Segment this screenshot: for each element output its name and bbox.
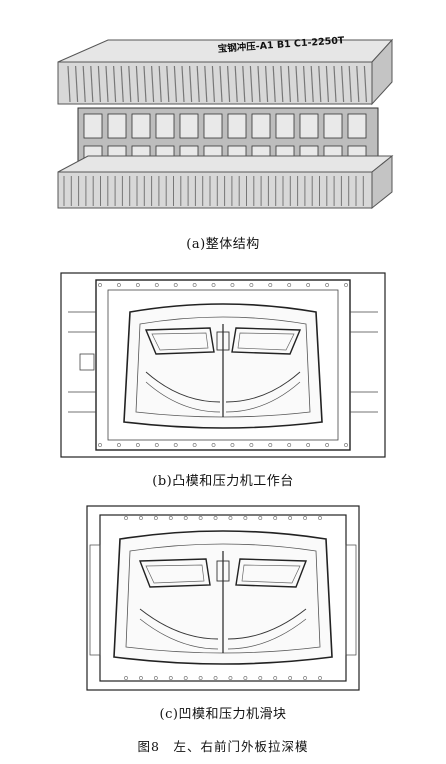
panel-a-caption: (a)整体结构 — [186, 237, 260, 252]
panel-c-image — [86, 505, 360, 691]
panel-b-caption: (b)凸模和压力机工作台 — [152, 474, 294, 489]
panel-a-image: 宝钢冲压-A1 B1 C1-2250T — [38, 22, 410, 222]
panel-c-caption: (c)凹模和压力机滑块 — [159, 707, 287, 722]
figure-caption: 图8 左、右前门外板拉深模 — [137, 739, 309, 754]
panel-b-image — [60, 272, 386, 458]
